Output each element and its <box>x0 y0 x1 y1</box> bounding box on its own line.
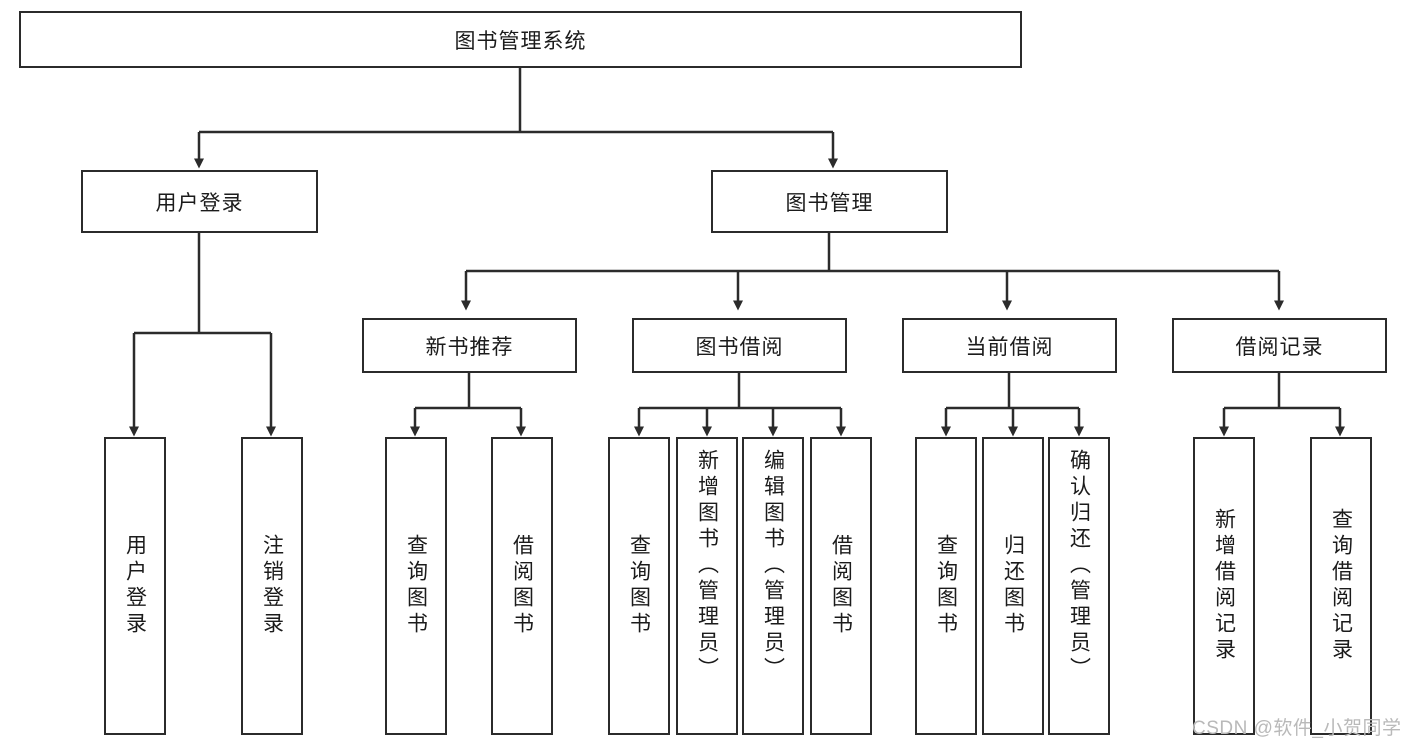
node-root[interactable]: 图书管理系统 <box>19 11 1022 68</box>
leaf-label: 查询借阅记录 <box>1329 508 1353 664</box>
node-user-login-label: 用户登录 <box>155 191 244 215</box>
leaf-record-add-record[interactable]: 新增借阅记录 <box>1193 437 1255 735</box>
node-book-borrow-label: 图书借阅 <box>695 335 784 359</box>
leaf-recommend-borrow-book[interactable]: 借阅图书 <box>491 437 553 735</box>
leaf-label: 新增借阅记录 <box>1212 508 1236 664</box>
leaf-label: 查询图书 <box>934 534 958 638</box>
node-borrow-record[interactable]: 借阅记录 <box>1172 318 1387 373</box>
leaf-label: 归还图书 <box>1001 534 1025 638</box>
leaf-label: 新增图书（管理员） <box>695 449 719 683</box>
node-current-borrow[interactable]: 当前借阅 <box>902 318 1117 373</box>
node-book-management-label: 图书管理 <box>785 191 874 215</box>
leaf-current-confirm-return-admin[interactable]: 确认归还（管理员） <box>1048 437 1110 735</box>
leaf-borrow-edit-book-admin[interactable]: 编辑图书（管理员） <box>742 437 804 735</box>
leaf-current-return-book[interactable]: 归还图书 <box>982 437 1044 735</box>
leaf-borrow-query-book[interactable]: 查询图书 <box>608 437 670 735</box>
leaf-borrow-add-book-admin[interactable]: 新增图书（管理员） <box>676 437 738 735</box>
leaf-user-login-logout[interactable]: 注销登录 <box>241 437 303 735</box>
leaf-label: 用户登录 <box>123 534 147 638</box>
leaf-label: 查询图书 <box>627 534 651 638</box>
node-root-label: 图书管理系统 <box>454 29 587 53</box>
leaf-label: 确认归还（管理员） <box>1067 449 1091 683</box>
leaf-recommend-query-book[interactable]: 查询图书 <box>385 437 447 735</box>
leaf-user-login-login[interactable]: 用户登录 <box>104 437 166 735</box>
leaf-record-query-record[interactable]: 查询借阅记录 <box>1310 437 1372 735</box>
leaf-label: 借阅图书 <box>510 534 534 638</box>
leaf-label: 注销登录 <box>260 534 284 638</box>
leaf-label: 编辑图书（管理员） <box>761 449 785 683</box>
leaf-current-query-book[interactable]: 查询图书 <box>915 437 977 735</box>
node-book-borrow[interactable]: 图书借阅 <box>632 318 847 373</box>
leaf-label: 查询图书 <box>404 534 428 638</box>
leaf-label: 借阅图书 <box>829 534 853 638</box>
leaf-borrow-borrow-book[interactable]: 借阅图书 <box>810 437 872 735</box>
node-user-login[interactable]: 用户登录 <box>81 170 318 233</box>
csdn-watermark: CSDN @软件_小贺同学 <box>1192 718 1402 739</box>
node-book-management[interactable]: 图书管理 <box>711 170 948 233</box>
node-new-book-recommend[interactable]: 新书推荐 <box>362 318 577 373</box>
node-borrow-record-label: 借阅记录 <box>1235 335 1324 359</box>
node-current-borrow-label: 当前借阅 <box>965 335 1054 359</box>
node-new-book-recommend-label: 新书推荐 <box>425 335 514 359</box>
